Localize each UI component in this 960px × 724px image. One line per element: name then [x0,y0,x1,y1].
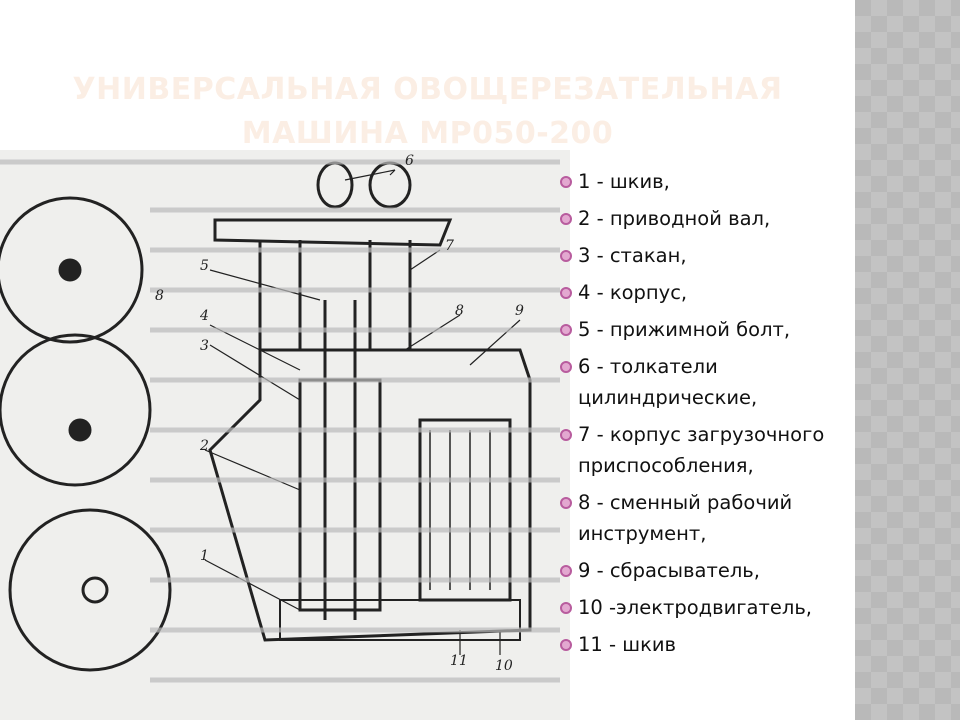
figure-label-6: 6 [405,153,414,169]
legend-text: 8 - сменный рабочий инструмент, [578,491,793,545]
bullet-icon [560,176,572,188]
legend-text: 11 - шкив [578,633,677,656]
figure-label-2: 2 [199,438,209,454]
bullet-icon [560,250,572,262]
legend-item: 6 - толкатели цилиндрические, [558,351,858,413]
legend-text: 1 - шкив, [578,170,670,193]
title-line-1: УНИВЕРСАЛЬНАЯ ОВОЩЕРЕЗАТЕЛЬНАЯ [72,72,783,107]
figure-label-1: 1 [200,548,209,564]
decorative-pattern [855,0,960,720]
bullet-icon [560,565,572,577]
figure-label-10: 10 [495,658,513,674]
legend-item: 9 - сбрасыватель, [558,555,858,586]
legend-item: 5 - прижимной болт, [558,314,858,345]
slide-title: УНИВЕРСАЛЬНАЯ ОВОЩЕРЕЗАТЕЛЬНАЯ МАШИНА МР… [0,68,855,156]
legend-item: 11 - шкив [558,629,858,660]
legend-item: 10 -электродвигатель, [558,592,858,623]
machine-diagram: 1 2 3 4 5 6 7 8 9 10 11 8 [0,150,570,720]
legend-item: 4 - корпус, [558,277,858,308]
bullet-icon [560,639,572,651]
figure-label-7: 7 [445,238,454,254]
legend-item: 1 - шкив, [558,166,858,197]
bullet-icon [560,429,572,441]
bullet-icon [560,602,572,614]
title-line-2: МАШИНА МР050-200 [241,116,614,151]
figure-label-disk: 8 [155,288,164,304]
legend-item: 7 - корпус загрузочного приспособления, [558,419,858,481]
legend-item: 2 - приводной вал, [558,203,858,234]
legend-text: 7 - корпус загрузочного приспособления, [578,423,825,477]
bullet-icon [560,287,572,299]
bullet-icon [560,324,572,336]
bullet-icon [560,497,572,509]
bullet-icon [560,361,572,373]
parts-legend: 1 - шкив, 2 - приводной вал, 3 - стакан,… [558,166,858,666]
figure-label-8: 8 [455,303,464,319]
legend-item: 8 - сменный рабочий инструмент, [558,487,858,549]
machine-drawing: 1 2 3 4 5 6 7 8 9 10 11 8 [0,153,560,683]
legend-text: 6 - толкатели цилиндрические, [578,355,758,409]
figure-label-11: 11 [450,653,468,669]
legend-text: 4 - корпус, [578,281,688,304]
figure-label-9: 9 [515,303,524,319]
legend-text: 9 - сбрасыватель, [578,559,760,582]
legend-item: 3 - стакан, [558,240,858,271]
legend-text: 3 - стакан, [578,244,687,267]
legend-text: 10 -электродвигатель, [578,596,813,619]
figure-label-4: 4 [199,308,209,324]
figure-label-3: 3 [200,338,209,354]
legend-text: 2 - приводной вал, [578,207,771,230]
legend-text: 5 - прижимной болт, [578,318,791,341]
bullet-icon [560,213,572,225]
figure-label-5: 5 [200,258,209,274]
